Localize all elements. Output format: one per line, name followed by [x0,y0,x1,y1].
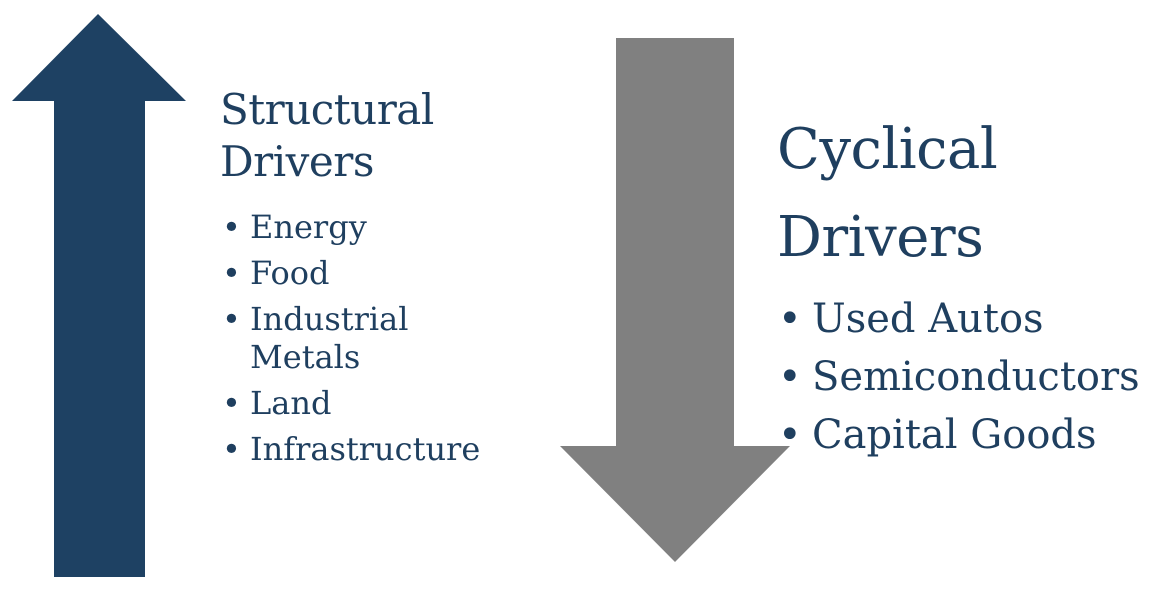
cyclical-title-line1: Cyclical [777,117,998,182]
cyclical-drivers-title: Cyclical Drivers [777,106,998,282]
down-arrow-icon [560,38,790,562]
structural-title-line2: Drivers [220,137,374,186]
list-item-infrastructure: Infrastructure [222,430,510,468]
structural-drivers-title: Structural Drivers [220,84,434,188]
structural-title-line1: Structural [220,85,434,134]
list-item-semiconductors: Semiconductors [778,348,1140,406]
cyclical-title-line2: Drivers [777,205,984,270]
list-item-land: Land [222,384,510,422]
list-item-industrial-metals: Industrial Metals [222,300,510,376]
list-item-energy: Energy [222,208,510,246]
up-arrow-icon [12,14,186,577]
list-item-used-autos: Used Autos [778,290,1140,348]
cyclical-drivers-list: Used Autos Semiconductors Capital Goods [778,290,1140,464]
structural-drivers-list: Energy Food Industrial Metals Land Infra… [222,208,510,476]
list-item-capital-goods: Capital Goods [778,406,1140,464]
list-item-food: Food [222,254,510,292]
